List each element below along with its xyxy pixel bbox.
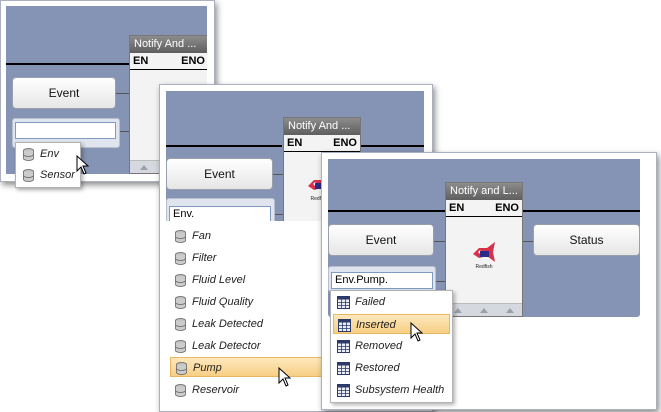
menu-item[interactable]: Fluid Level <box>170 270 322 290</box>
event-table-icon <box>338 319 351 332</box>
logo-text: Redfish <box>476 264 493 270</box>
menu-item-selected[interactable]: Inserted <box>333 314 450 334</box>
block-separator <box>284 151 360 152</box>
menu-item-selected[interactable]: Pump <box>170 357 322 377</box>
eno-pin: ENO <box>333 137 357 149</box>
connector-c <box>522 241 533 242</box>
database-icon <box>175 252 186 265</box>
event-table-icon <box>337 384 350 397</box>
event-table-icon <box>337 296 350 309</box>
menu-item[interactable]: Leak Detected <box>170 314 322 334</box>
menu-item[interactable]: Leak Detector <box>170 336 322 356</box>
menu-item[interactable]: Fan <box>170 226 322 246</box>
mouse-cursor-icon <box>278 367 292 387</box>
block-title: Notify and L... <box>446 183 522 200</box>
event-button-label: Event <box>204 167 235 181</box>
wire <box>6 63 130 65</box>
menu-item-label: Leak Detected <box>192 318 263 330</box>
menu-item-label: Filter <box>192 252 217 264</box>
expand-arrow-icon[interactable] <box>480 308 488 313</box>
connector-b <box>275 214 285 215</box>
menu-item-label: Fluid Quality <box>192 296 254 308</box>
connector-a <box>434 241 447 242</box>
event-button-label: Event <box>365 233 397 247</box>
eno-pin: ENO <box>181 55 205 67</box>
block-title: Notify And ... <box>284 118 360 135</box>
menu-item-label: Inserted <box>356 319 396 331</box>
status-button[interactable]: Status <box>533 224 640 256</box>
event-button[interactable]: Event <box>12 77 116 109</box>
mouse-cursor-icon <box>76 155 90 175</box>
event-button[interactable]: Event <box>328 224 434 256</box>
menu-item[interactable]: Restored <box>333 358 450 378</box>
eno-pin: ENO <box>495 202 519 214</box>
block-separator <box>130 69 207 70</box>
redfish-logo-icon: Redfish <box>473 242 495 270</box>
expand-arrow-icon[interactable] <box>506 308 514 313</box>
expression-input[interactable]: Env. <box>169 206 271 221</box>
autocomplete-menu-1: Env Sensor <box>15 142 81 188</box>
menu-item[interactable]: Removed <box>333 336 450 356</box>
menu-item-label: Reservoir <box>192 384 240 396</box>
wire <box>522 210 640 212</box>
en-pin: EN <box>449 202 465 214</box>
database-icon <box>175 274 186 287</box>
database-icon <box>23 169 34 182</box>
connector-b <box>120 131 131 132</box>
connector-a <box>116 93 131 94</box>
wire <box>328 210 446 212</box>
menu-item[interactable]: Reservoir <box>170 380 322 400</box>
menu-item-label: Failed <box>355 296 385 308</box>
connector-a <box>273 174 285 175</box>
menu-item[interactable]: Sensor <box>18 165 78 185</box>
wire <box>360 145 424 147</box>
menu-item[interactable]: Env <box>18 144 78 164</box>
expand-arrow-icon[interactable] <box>454 308 462 313</box>
menu-item[interactable]: Failed <box>333 292 450 312</box>
menu-item[interactable]: Subsystem Health <box>333 380 450 400</box>
wire <box>166 145 282 147</box>
status-button-label: Status <box>569 233 604 247</box>
menu-item-label: Fluid Level <box>192 274 246 286</box>
expression-input[interactable] <box>15 122 116 139</box>
expand-arrow-icon[interactable] <box>140 165 148 170</box>
database-icon <box>23 148 34 161</box>
menu-item-label: Removed <box>355 340 403 352</box>
database-icon <box>175 230 186 243</box>
autocomplete-menu-2: Fan Filter Fluid Level Fluid Quality Lea… <box>168 224 324 404</box>
block-title: Notify And ... <box>130 36 207 53</box>
menu-item[interactable]: Filter <box>170 248 322 268</box>
en-pin: EN <box>133 55 149 67</box>
autocomplete-menu-3: Failed Inserted Removed Restored Subsyst… <box>330 290 453 403</box>
database-icon <box>176 362 187 375</box>
block-separator <box>446 216 522 217</box>
menu-item-label: Pump <box>193 362 222 374</box>
menu-item-label: Subsystem Health <box>355 384 445 396</box>
event-table-icon <box>337 340 350 353</box>
function-block[interactable]: Notify and L... EN ENO Redfish <box>445 182 523 317</box>
menu-item[interactable]: Fluid Quality <box>170 292 322 312</box>
logo-text: Redfish <box>311 196 328 202</box>
en-pin: EN <box>287 137 303 149</box>
menu-item-label: Leak Detector <box>192 340 261 352</box>
menu-item-label: Sensor <box>40 169 75 181</box>
database-icon <box>175 318 186 331</box>
block-footer <box>446 303 522 316</box>
menu-item-label: Fan <box>192 230 211 242</box>
connector-b <box>436 281 447 282</box>
mouse-cursor-icon <box>410 322 424 342</box>
event-table-icon <box>337 362 350 375</box>
expression-input[interactable]: Env.Pump. <box>331 272 433 289</box>
database-icon <box>175 340 186 353</box>
event-button-label: Event <box>48 86 80 100</box>
database-icon <box>175 384 186 397</box>
event-button[interactable]: Event <box>166 158 273 190</box>
menu-item-label: Restored <box>355 362 400 374</box>
menu-item-label: Env <box>40 148 59 160</box>
database-icon <box>175 296 186 309</box>
